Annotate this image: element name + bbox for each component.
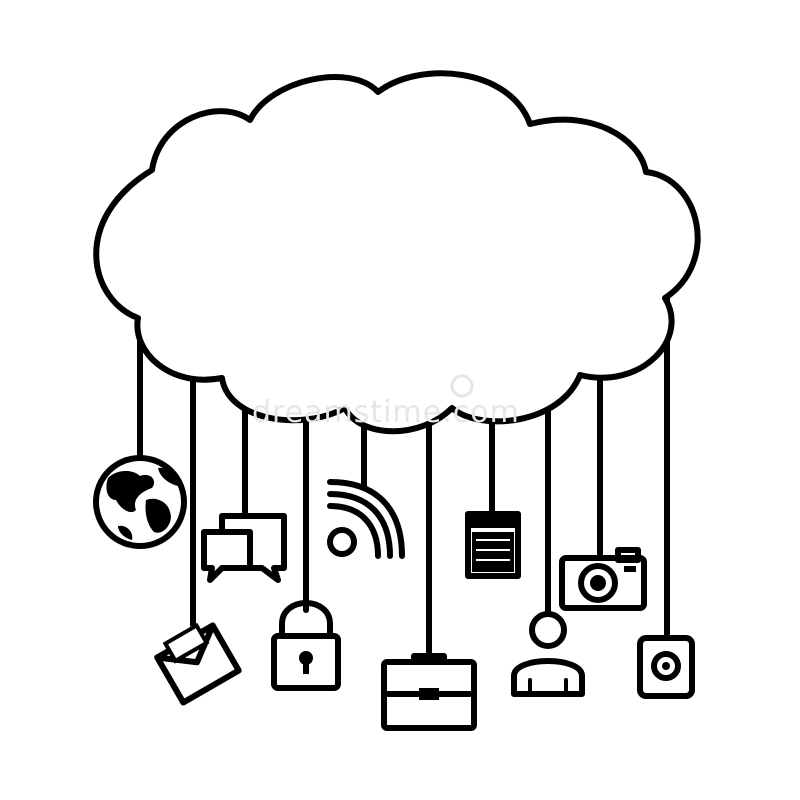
briefcase-icon xyxy=(381,653,477,731)
chat-bubbles-icon xyxy=(201,513,287,583)
cloud-icon xyxy=(93,70,701,435)
globe-icon xyxy=(93,455,187,549)
envelope-icon xyxy=(154,622,242,706)
smartphone-icon xyxy=(637,635,695,699)
hanging-strings xyxy=(137,293,670,663)
calendar-icon xyxy=(465,511,521,579)
wifi-icon xyxy=(327,479,405,559)
watermark-text: dreamstime.com xyxy=(252,395,520,430)
camera-icon xyxy=(559,547,647,611)
user-icon xyxy=(511,611,585,697)
watermark: dreamstime.com xyxy=(252,374,520,430)
padlock-icon xyxy=(271,600,341,691)
